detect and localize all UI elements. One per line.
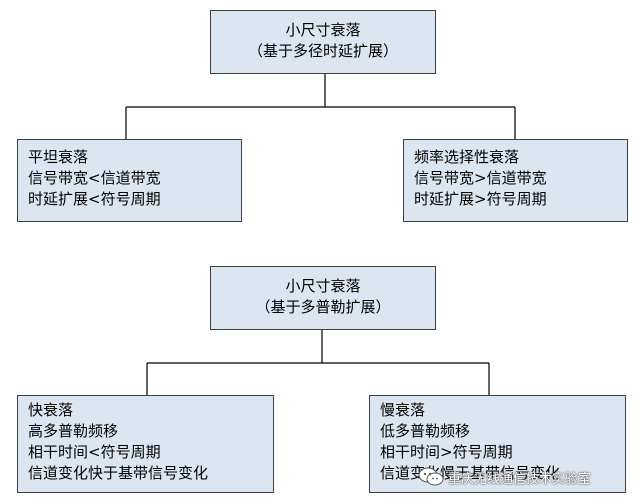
d1-left-line-2: 信号带宽<信道带宽 [28, 169, 161, 187]
watermark-text: 重庆无线通信技术实验室 [448, 471, 592, 487]
d1-right-line-3: 时延扩展>符号周期 [414, 190, 547, 208]
d2-left-line-3: 相干时间<符号周期 [28, 443, 161, 461]
d1-left-box: 平坦衰落 信号带宽<信道带宽 时延扩展<符号周期 [17, 139, 242, 222]
d2-left-line-4: 信道变化快于基带信号变化 [28, 464, 209, 482]
d2-right-box: 慢衰落 低多普勒频移 相干时间>符号周期 信道变化慢于基带信号变化 [369, 395, 626, 493]
d1-left-line-3: 时延扩展<符号周期 [28, 190, 161, 208]
d1-root-box: 小尺寸衰落 （基于多径时延扩展） [210, 10, 436, 74]
d2-right-line-3: 相干时间>符号周期 [380, 443, 513, 461]
d2-right-line-2: 低多普勒频移 [380, 422, 471, 440]
d1-right-line-1: 频率选择性衰落 [414, 148, 520, 166]
d1-right-line-2: 信号带宽>信道带宽 [414, 169, 547, 187]
d1-root-title: 小尺寸衰落 [285, 21, 361, 39]
d1-right-box: 频率选择性衰落 信号带宽>信道带宽 时延扩展>符号周期 [403, 139, 628, 222]
d2-right-line-1: 慢衰落 [380, 401, 426, 419]
d2-root-title: 小尺寸衰落 [285, 277, 361, 295]
d2-left-box: 快衰落 高多普勒频移 相干时间<符号周期 信道变化快于基带信号变化 [17, 395, 274, 493]
d1-left-line-1: 平坦衰落 [28, 148, 89, 166]
wechat-icon [418, 467, 444, 486]
d2-root-subtitle: （基于多普勒扩展） [255, 298, 391, 316]
watermark: 重庆无线通信技术实验室 [418, 466, 591, 488]
d2-left-line-1: 快衰落 [28, 401, 74, 419]
d2-left-line-2: 高多普勒频移 [28, 422, 119, 440]
d2-root-box: 小尺寸衰落 （基于多普勒扩展） [210, 266, 436, 330]
d1-root-subtitle: （基于多径时延扩展） [247, 42, 398, 60]
